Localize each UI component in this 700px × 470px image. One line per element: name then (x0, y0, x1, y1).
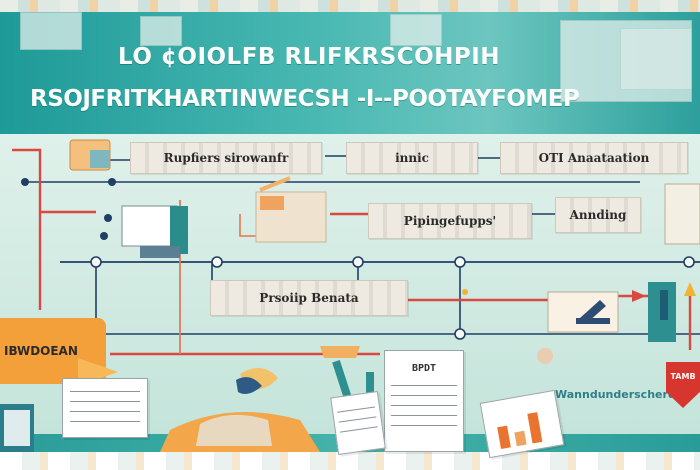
doc-line (391, 415, 457, 416)
banner-decoration (390, 14, 442, 46)
node-label-mid-right: Annding (555, 197, 641, 233)
tool-widget (320, 346, 360, 358)
tool-widget (170, 206, 188, 254)
tool-widget (236, 377, 262, 394)
doc-title: BPDT (411, 363, 437, 374)
junction-node (90, 256, 102, 268)
label-texture (556, 198, 640, 232)
tool-widget (90, 150, 110, 168)
node-label-text: Pipingefupps' (403, 214, 497, 228)
junction-node (100, 232, 108, 240)
node-label-top-right: OTI Anaataation (500, 142, 688, 174)
node-label-text: Prsoiip Benata (259, 291, 359, 305)
banner-decoration (140, 16, 182, 46)
node-label-text: innic (395, 151, 429, 165)
shield-text: TAMB (670, 372, 696, 381)
doc-line (69, 421, 141, 422)
doc-line (391, 395, 457, 396)
doc-line (339, 426, 379, 433)
diagram-subtitle: RSOJFRITKHARTINWECSH -I--POOTAYFOMEP (30, 86, 580, 112)
label-texture (369, 204, 531, 238)
wire-dark (259, 176, 291, 192)
chart-bar (527, 412, 543, 444)
side-tag-text: IBWDOEAN (4, 344, 78, 358)
node-label-text: OTI Anaataation (538, 151, 650, 165)
tool-widget (660, 290, 668, 320)
junction-node (454, 328, 466, 340)
banner-top-strip (0, 0, 700, 12)
junction-node (454, 256, 466, 268)
banner-decoration (620, 28, 692, 90)
chart-bar (497, 425, 511, 450)
banner-decoration (20, 12, 82, 50)
node-label-top-mid: innic (346, 142, 478, 174)
junction-node (104, 214, 112, 222)
node-label-text: Annding (569, 208, 627, 222)
node-label-text: Rupfiers sirowanfr (163, 151, 289, 165)
footer-strip (0, 452, 700, 470)
header-banner (0, 6, 700, 134)
wire-arrow (684, 282, 696, 296)
chart-bar (514, 430, 527, 447)
label-texture (131, 143, 321, 173)
doc-line (69, 411, 141, 412)
tool-widget (547, 291, 619, 333)
junction-node (211, 256, 223, 268)
tool-widget (260, 196, 284, 210)
tool-widget (121, 205, 178, 247)
tool-widget (4, 410, 30, 446)
node-label-mid: Pipingefupps' (368, 203, 532, 239)
document-card (62, 378, 148, 438)
doc-line (69, 391, 141, 392)
tool-widget (576, 318, 610, 324)
label-texture (211, 281, 407, 315)
junction-node (537, 348, 553, 364)
wire-red (12, 148, 42, 310)
diagram-title: LO ¢OIOLFB RLIFKRSCOHPIH (118, 44, 501, 70)
corner-caption: Wanndunderscherd (555, 388, 676, 401)
doc-line (391, 405, 457, 406)
tool-widget (664, 183, 700, 245)
wire-arrow (632, 290, 646, 302)
doc-line (391, 385, 457, 386)
tool-widget (196, 414, 272, 446)
label-texture (501, 143, 687, 173)
junction-node (108, 178, 116, 186)
node-label-lower: Prsoiip Benata (210, 280, 408, 316)
document-card (330, 390, 386, 456)
tool-widget (140, 246, 180, 258)
junction-node (352, 256, 364, 268)
doc-line (69, 401, 141, 402)
node-label-top-left: Rupfiers sirowanfr (130, 142, 322, 174)
junction-node (683, 256, 695, 268)
doc-line (391, 425, 457, 426)
label-texture (347, 143, 477, 173)
junction-node (21, 178, 29, 186)
doc-line (338, 416, 377, 423)
doc-line (336, 406, 376, 413)
junction-node (462, 289, 468, 295)
tool-widget (580, 300, 606, 322)
document-card-main: BPDT (384, 350, 464, 452)
